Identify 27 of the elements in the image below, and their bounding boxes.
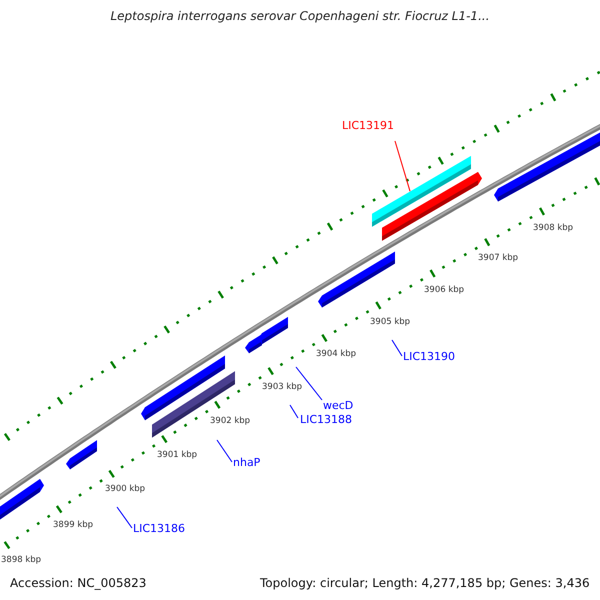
gene-label: LIC13186 bbox=[133, 523, 186, 535]
tick-label: 3906 kbp bbox=[424, 285, 464, 295]
tick-label: 3898 kbp bbox=[1, 555, 42, 565]
gene-label: LIC13190 bbox=[403, 351, 456, 363]
gene-label: wecD bbox=[323, 400, 354, 412]
tick-label: 3907 kbp bbox=[478, 253, 518, 263]
tick-label: 3900 kbp bbox=[105, 484, 146, 494]
gene-label: LIC13191 bbox=[342, 120, 394, 132]
tick-label: 3908 kbp bbox=[533, 223, 574, 233]
map-title: Leptospira interrogans serovar Copenhageni str. Fiocruz L1-1... bbox=[109, 9, 491, 23]
tick-label: 3899 kbp bbox=[53, 520, 94, 530]
leader-line bbox=[290, 404, 298, 418]
gene-label: nhaP bbox=[233, 457, 260, 469]
footer-text: Topology: circular; Length: 4,277,185 bp; Genes: 3,436 bbox=[260, 576, 590, 590]
gene-label: LIC13188 bbox=[300, 414, 352, 426]
tick-label: 3904 kbp bbox=[316, 349, 356, 359]
footer-text: Accession: NC_005823 bbox=[10, 576, 146, 590]
leader-line bbox=[116, 506, 132, 528]
tick-label: 3905 kbp bbox=[370, 317, 410, 327]
tick-label: 3901 kbp bbox=[157, 450, 198, 460]
gene-bar bbox=[372, 156, 471, 227]
leader-line bbox=[394, 140, 410, 192]
leader-line bbox=[392, 340, 402, 356]
leader-line bbox=[216, 440, 232, 462]
leader-line bbox=[296, 366, 322, 400]
tick-label: 3903 kbp bbox=[262, 382, 302, 392]
tick-label: 3902 kbp bbox=[210, 416, 250, 426]
